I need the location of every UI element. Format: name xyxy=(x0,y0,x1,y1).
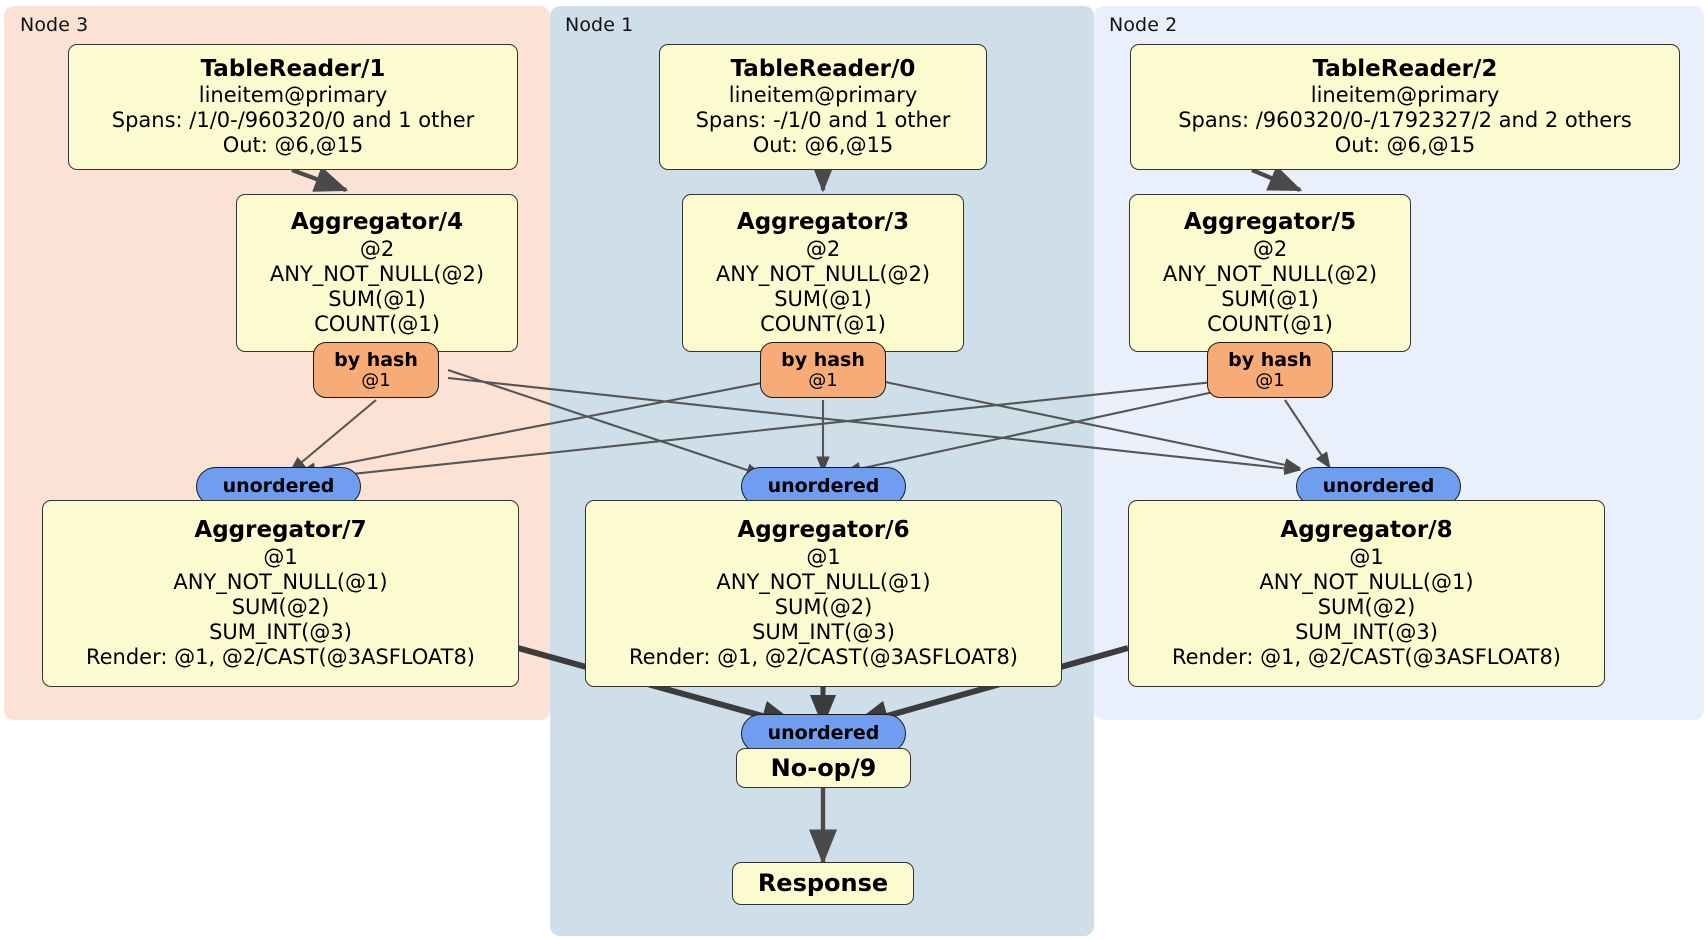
processor-line: SUM(@2) xyxy=(774,594,873,619)
processor-line: Out: @6,@15 xyxy=(752,133,894,158)
processor-line: @1 xyxy=(263,544,298,569)
processor-line: @1 xyxy=(806,544,841,569)
processor-title: TableReader/0 xyxy=(730,55,916,82)
processor-aggregator-5[interactable]: Aggregator/5 @2 ANY_NOT_NULL(@2) SUM(@1)… xyxy=(1129,194,1411,352)
synchronizer-label: unordered xyxy=(1322,475,1435,497)
processor-line: ANY_NOT_NULL(@2) xyxy=(1162,261,1378,286)
processor-line: SUM_INT(@3) xyxy=(752,619,895,644)
router-column-label: @1 xyxy=(808,369,838,391)
processor-aggregator-6[interactable]: Aggregator/6 @1 ANY_NOT_NULL(@1) SUM(@2)… xyxy=(585,500,1062,687)
processor-line: COUNT(@1) xyxy=(760,311,886,336)
processor-line: COUNT(@1) xyxy=(1207,311,1333,336)
processor-line: @2 xyxy=(805,236,841,261)
processor-title: Aggregator/4 xyxy=(290,209,464,236)
processor-line: Render: @1, @2/CAST(@3ASFLOAT8) xyxy=(1171,644,1562,669)
processor-response[interactable]: Response xyxy=(732,862,914,905)
processor-line: Render: @1, @2/CAST(@3ASFLOAT8) xyxy=(85,644,476,669)
processor-aggregator-7[interactable]: Aggregator/7 @1 ANY_NOT_NULL(@1) SUM(@2)… xyxy=(42,500,519,687)
processor-title: Aggregator/5 xyxy=(1183,209,1357,236)
input-synchronizer-unordered-mid[interactable]: unordered xyxy=(741,467,906,506)
processor-line: ANY_NOT_NULL(@2) xyxy=(715,261,931,286)
processor-line: @2 xyxy=(1252,236,1288,261)
router-type-label: by hash xyxy=(781,348,865,371)
processor-line: SUM(@1) xyxy=(328,286,426,311)
processor-aggregator-4[interactable]: Aggregator/4 @2 ANY_NOT_NULL(@2) SUM(@1)… xyxy=(236,194,518,352)
processor-line: @2 xyxy=(359,236,395,261)
output-router-by-hash-right[interactable]: by hash @1 xyxy=(1207,342,1333,398)
processor-title: No-op/9 xyxy=(770,753,877,782)
node-panel-label-node3: Node 3 xyxy=(20,14,89,36)
input-synchronizer-unordered-final[interactable]: unordered xyxy=(741,714,906,753)
processor-line: ANY_NOT_NULL(@1) xyxy=(716,569,931,594)
processor-title: Response xyxy=(757,869,889,898)
output-router-by-hash-left[interactable]: by hash @1 xyxy=(313,342,439,398)
node-panel-label-node2: Node 2 xyxy=(1109,14,1178,36)
synchronizer-label: unordered xyxy=(767,475,880,497)
processor-line: SUM(@2) xyxy=(1317,594,1416,619)
processor-title: TableReader/1 xyxy=(200,55,386,82)
processor-line: SUM_INT(@3) xyxy=(1295,619,1438,644)
processor-line: SUM(@1) xyxy=(774,286,872,311)
processor-aggregator-3[interactable]: Aggregator/3 @2 ANY_NOT_NULL(@2) SUM(@1)… xyxy=(682,194,964,352)
processor-title: Aggregator/8 xyxy=(1280,517,1453,544)
processor-line: Out: @6,@15 xyxy=(1334,133,1476,158)
processor-line: SUM(@2) xyxy=(231,594,330,619)
processor-line: SUM_INT(@3) xyxy=(209,619,352,644)
processor-line: lineitem@primary xyxy=(198,83,388,108)
processor-title: Aggregator/6 xyxy=(737,517,910,544)
input-synchronizer-unordered-left[interactable]: unordered xyxy=(196,467,361,506)
processor-tablereader-2[interactable]: TableReader/2 lineitem@primary Spans: /9… xyxy=(1130,44,1680,170)
processor-line: lineitem@primary xyxy=(728,83,918,108)
router-type-label: by hash xyxy=(334,348,418,371)
synchronizer-label: unordered xyxy=(222,475,335,497)
node-panel-label-node1: Node 1 xyxy=(565,14,634,36)
processor-line: Render: @1, @2/CAST(@3ASFLOAT8) xyxy=(628,644,1019,669)
processor-title: TableReader/2 xyxy=(1312,55,1498,82)
processor-line: SUM(@1) xyxy=(1221,286,1319,311)
processor-line: ANY_NOT_NULL(@1) xyxy=(173,569,388,594)
processor-no-op-9[interactable]: No-op/9 xyxy=(736,748,911,788)
processor-tablereader-1[interactable]: TableReader/1 lineitem@primary Spans: /1… xyxy=(68,44,518,170)
processor-line: @1 xyxy=(1349,544,1384,569)
processor-line: COUNT(@1) xyxy=(314,311,440,336)
processor-title: Aggregator/7 xyxy=(194,517,367,544)
processor-aggregator-8[interactable]: Aggregator/8 @1 ANY_NOT_NULL(@1) SUM(@2)… xyxy=(1128,500,1605,687)
processor-line: ANY_NOT_NULL(@2) xyxy=(269,261,485,286)
processor-title: Aggregator/3 xyxy=(736,209,910,236)
processor-line: lineitem@primary xyxy=(1310,83,1500,108)
synchronizer-label: unordered xyxy=(767,722,880,744)
processor-line: Spans: /960320/0-/1792327/2 and 2 others xyxy=(1178,108,1632,133)
input-synchronizer-unordered-right[interactable]: unordered xyxy=(1296,467,1461,506)
router-column-label: @1 xyxy=(361,369,391,391)
processor-line: Spans: -/1/0 and 1 other xyxy=(695,108,951,133)
router-type-label: by hash xyxy=(1228,348,1312,371)
processor-line: ANY_NOT_NULL(@1) xyxy=(1259,569,1474,594)
processor-line: Out: @6,@15 xyxy=(222,133,364,158)
router-column-label: @1 xyxy=(1255,369,1285,391)
output-router-by-hash-mid[interactable]: by hash @1 xyxy=(760,342,886,398)
processor-line: Spans: /1/0-/960320/0 and 1 other xyxy=(111,108,475,133)
processor-tablereader-0[interactable]: TableReader/0 lineitem@primary Spans: -/… xyxy=(659,44,987,170)
